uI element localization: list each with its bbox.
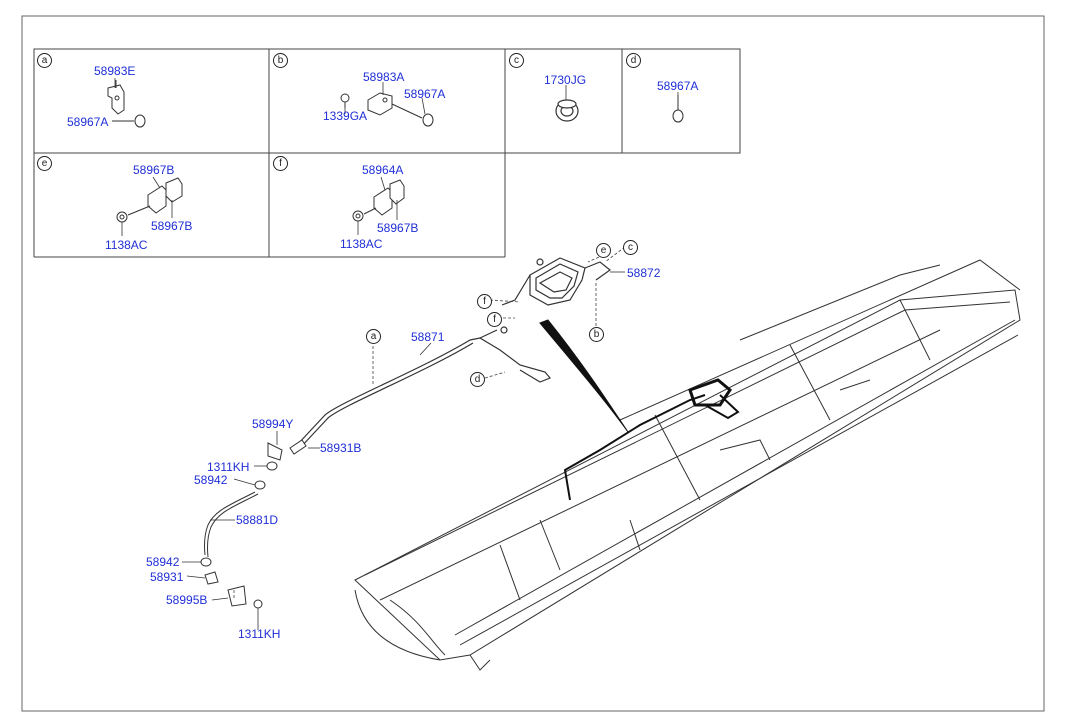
callout-d: d (470, 372, 485, 387)
detail-f-callout: f (273, 156, 288, 171)
part-label: 58983A (363, 70, 405, 84)
part-label: 58872 (627, 266, 661, 280)
part-label: 58942 (146, 555, 180, 569)
callout-e: e (596, 243, 611, 258)
frame-brake-line (563, 378, 740, 501)
part-label: 58994Y (252, 417, 294, 431)
part-label: 1138AC (105, 238, 148, 252)
callout-c: c (623, 240, 638, 255)
vehicle-frame (354, 259, 1021, 671)
part-label: 1138AC (340, 237, 383, 251)
part-label: 58967A (404, 87, 446, 101)
part-label: 58967B (151, 219, 193, 233)
part-label: 58995B (166, 593, 208, 607)
detail-c-callout: c (509, 53, 524, 68)
part-label: 58967A (657, 79, 699, 93)
part-label: 1339GA (323, 109, 368, 123)
detail-f-clips (352, 179, 405, 222)
detail-a-callout: a (37, 53, 52, 68)
callout-b: b (589, 327, 604, 342)
callout-f-lower: f (487, 312, 502, 327)
callout-f-upper: f (477, 294, 492, 309)
detail-d-callout: d (626, 53, 641, 68)
pointer-arrow (539, 319, 629, 433)
detail-b-callout: b (273, 53, 288, 68)
pipe-bundle (501, 257, 611, 306)
part-label: 58871 (411, 330, 445, 344)
part-label: 58967A (67, 115, 109, 129)
label-lines (112, 78, 679, 630)
detail-c-grommet (555, 99, 579, 122)
part-label: 1311KH (207, 460, 250, 474)
part-label: 58931 (150, 570, 184, 584)
part-label: 1730JG (544, 73, 587, 87)
part-label: 58942 (194, 473, 228, 487)
part-label: 58967B (377, 221, 419, 235)
outer-frame (21, 15, 1045, 712)
part-label: 58964A (362, 163, 404, 177)
part-label: 58983E (94, 64, 136, 78)
detail-e-callout: e (37, 156, 52, 171)
detail-b-bracket (340, 92, 434, 127)
flex-hose-assembly (200, 439, 307, 609)
part-label: 1311KH (238, 627, 281, 641)
detail-e-clips (116, 177, 183, 223)
callout-a: a (366, 329, 381, 344)
detail-a-bracket (107, 80, 146, 128)
brake-pipe (296, 326, 551, 449)
part-label: 58931B (320, 441, 362, 455)
part-label: 58967B (133, 163, 175, 177)
part-label: 58881D (236, 513, 279, 527)
detail-grid (33, 48, 741, 258)
